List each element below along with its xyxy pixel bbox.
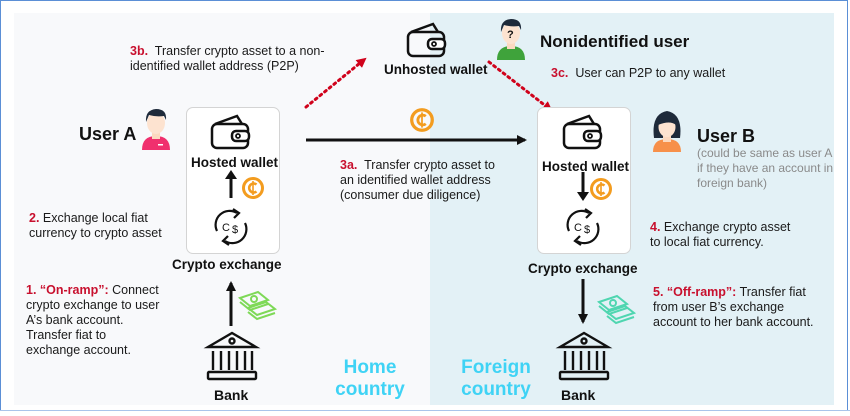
svg-text:?: ?: [507, 29, 514, 41]
foreign-country-label: Foreign country: [461, 357, 531, 400]
step-3c-number: 3c.: [551, 66, 569, 80]
step-4-number: 4.: [650, 220, 661, 234]
fiat-cash-icon: [237, 290, 278, 321]
svg-text:C: C: [222, 222, 230, 234]
step-3b-number: 3b.: [130, 44, 149, 58]
crypto-coin-transfer-icon: [410, 108, 434, 132]
crypto-exchange-a-label: Crypto exchange: [172, 257, 282, 272]
step-3a-text: 3a. Transfer crypto asset to an identifi…: [340, 158, 495, 202]
step-2-text: 2. Exchange local fiat currency to crypt…: [29, 211, 162, 240]
nonidentified-user-avatar-icon: ?: [497, 19, 525, 60]
step-1-number: 1. “On-ramp”:: [26, 283, 109, 297]
hosted-wallet-b-icon: [562, 114, 603, 150]
exchange-to-wallet-arrow: [225, 170, 237, 198]
step-5-number: 5. “Off-ramp”:: [653, 285, 737, 299]
hosted-wallet-a-label: Hosted wallet: [191, 155, 279, 170]
foreign-country-region: [430, 13, 834, 405]
step-4-text: 4. Exchange crypto asset to local fiat c…: [650, 220, 791, 249]
step-3c-text: 3c. User can P2P to any wallet: [551, 66, 726, 80]
step-1-text: 1. “On-ramp”: Connect crypto exchange to…: [26, 283, 160, 357]
user-a-avatar-icon: [142, 109, 170, 150]
user-b-name: User B: [697, 126, 756, 146]
wallet-to-exchange-arrow: [577, 172, 589, 201]
user-a-name: User A: [79, 124, 137, 144]
user-b-avatar-icon: [653, 111, 681, 152]
crypto-coin-b-icon: [590, 178, 612, 200]
crypto-exchange-b-label: Crypto exchange: [528, 261, 638, 276]
crypto-coin-icon: [242, 177, 264, 199]
arrow-3c-p2p: [487, 60, 553, 112]
svg-text:$: $: [232, 224, 238, 236]
bank-a-label: Bank: [214, 387, 249, 403]
arrow-3b-p2p: [304, 57, 367, 109]
svg-text:C: C: [574, 222, 582, 234]
fiat-cash-foreign-icon: [596, 294, 637, 325]
svg-text:$: $: [584, 224, 590, 236]
crypto-exchange-icon: C $: [214, 208, 248, 246]
step-3a-number: 3a.: [340, 158, 358, 172]
bank-b-icon: [555, 331, 613, 381]
step-5-text: 5. “Off-ramp”: Transfer fiat from user B…: [653, 285, 814, 329]
bottom-border: [0, 410, 850, 416]
home-country-label: Home country: [335, 357, 405, 400]
hosted-wallet-b-label: Hosted wallet: [542, 159, 630, 174]
bank-a-icon: [203, 331, 261, 381]
crypto-exchange-b-icon: C $: [566, 208, 600, 246]
unhosted-wallet-icon: [406, 22, 447, 58]
step-3b-text: 3b. Transfer crypto asset to a non- iden…: [130, 44, 325, 73]
bank-b-label: Bank: [561, 387, 596, 403]
step-2-number: 2.: [29, 211, 40, 225]
unhosted-wallet-label: Unhosted wallet: [384, 62, 488, 77]
user-b-note: (could be same as user A if they have an…: [697, 146, 834, 190]
hosted-wallet-icon: [210, 114, 251, 150]
nonidentified-user-name: Nonidentified user: [540, 32, 690, 51]
